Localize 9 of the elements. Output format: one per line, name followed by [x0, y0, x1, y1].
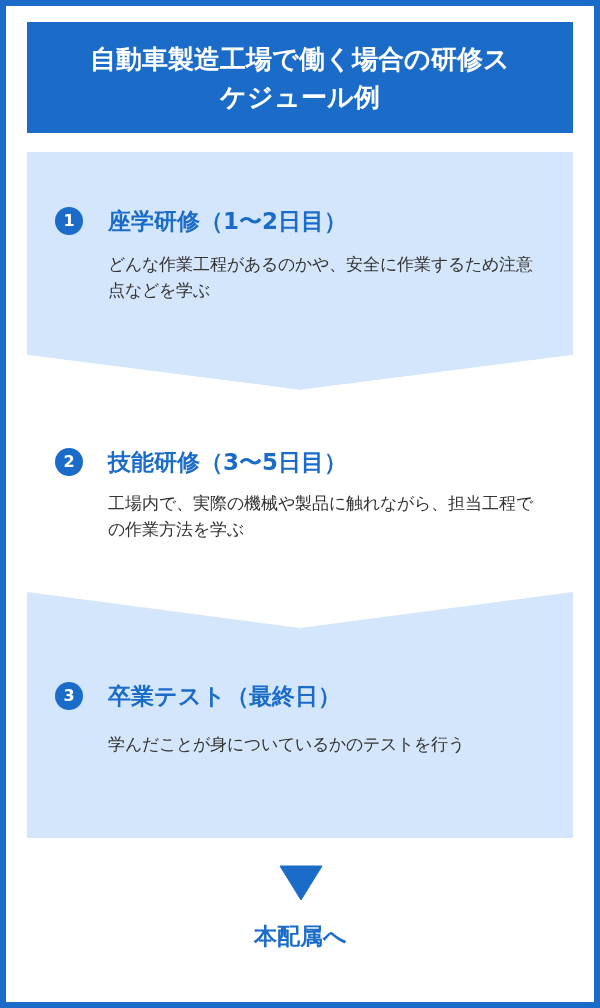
final-step-text: 本配属へ [200, 916, 400, 956]
step-description: 学んだことが身についているかのテストを行う [108, 734, 466, 756]
step-description: どんな作業工程があるのかや、安全に作業するため注意点などを学ぶ [108, 254, 534, 302]
step-heading: 座学研修（1〜2日目） [108, 207, 347, 236]
step-description: 工場内で、実際の機械や製品に触れながら、担当工程での作業方法を学ぶ [108, 493, 534, 541]
step-heading: 卒業テスト（最終日） [108, 682, 341, 711]
title-banner: 自動車製造工場で働く場合の研修スケジュール例 [27, 22, 573, 133]
down-arrow [279, 865, 323, 901]
step-heading: 技能研修（3〜5日目） [108, 448, 347, 477]
